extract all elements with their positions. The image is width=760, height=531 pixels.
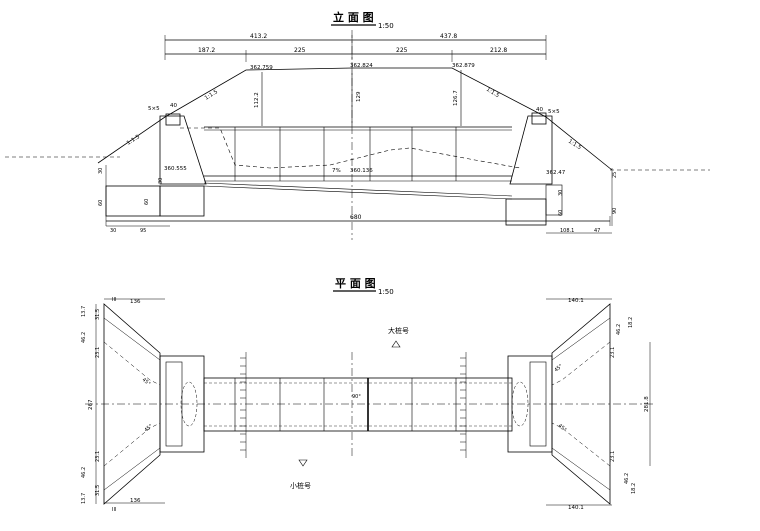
height-right: 126.7 [453,90,459,106]
slope-right-top: 1:1.5 [485,87,501,100]
dim-mid-3: 225 [396,47,408,54]
elevation-title: 立 面 图 [333,10,374,24]
right-fence-ticks [460,352,467,458]
right-bottom-dim-1: 108.1 [560,228,574,234]
foundation-slope-line [203,185,513,200]
right-dim-bot-3: 18.2 [631,483,637,494]
elevation-scale: 1:50 [378,22,394,30]
left-dim-bot-4: 13.7 [81,493,87,504]
right-dim-3: 60 [558,210,564,216]
inv-right: 362.47 [546,170,566,176]
left-bottom-dim-1: 30 [110,228,116,234]
plan-view: 平 面 图 1:50 大桩号 小桩号 90° [81,277,655,513]
right-dim-top-1: 18.2 [628,317,634,328]
plan-title: 平 面 图 [335,277,376,290]
dim-mid-1: 187.2 [198,47,215,54]
height-left: 112.2 [254,92,260,108]
left-dim-bot-1: 23.1 [95,451,101,462]
left-headwall-plan [159,355,205,453]
cap-left-label: 5×5 [148,106,160,112]
cap-left-width: 40 [170,103,177,109]
dim-top-left: 413.2 [250,33,267,40]
left-dim-top-1: 13.7 [81,306,87,317]
left-dim-bot-3: 31.5 [95,485,101,496]
embankment-outline [97,67,613,171]
inv-left: 360.555 [164,166,187,172]
center-angle: 90° [352,394,361,400]
height-center: 129 [356,91,362,102]
angle-left-top: 45° [141,377,152,388]
left-bottom-dim: 136 [130,498,141,504]
left-dim-top-3: 46.2 [81,332,87,343]
left-wingwall [103,303,161,505]
elev-right: 362.879 [452,63,475,69]
left-headwall [159,115,207,185]
small-pile-label: 小桩号 [290,481,311,490]
slope-left-top: 1:1.5 [204,89,220,102]
elev-center: 362.824 [350,63,373,69]
elevation-view: 立 面 图 1:50 413.2 437.8 187.2 225 225 212… [5,10,710,240]
right-dim-1: 25 [612,172,618,178]
left-dim-3: 60 [144,199,150,205]
angle-right-bot: 45° [557,423,568,434]
right-dim-top-2: 46.2 [616,324,622,335]
right-dim-bot-2: 46.2 [624,473,630,484]
dim-top-right: 437.8 [440,33,457,40]
left-dim-top-2: 31.5 [95,309,101,320]
angle-right-top: 45° [553,363,564,374]
left-total-dim: 267 [88,399,94,410]
section-mark-top-left: III [112,297,116,303]
section-mark-bot-left: III [112,507,116,513]
left-dim-top-4: 23.1 [95,347,101,358]
right-cap [531,112,547,125]
slope-right-low: 1:1.5 [567,139,583,152]
right-bottom-dim: 140.1 [568,505,584,511]
big-pile-label: 大桩号 [388,326,409,335]
left-dim-bot-2: 46.2 [81,467,87,478]
left-cap [165,113,181,126]
angle-left-bot: 45° [143,423,154,434]
right-bottom-dim-2: 47 [594,228,600,234]
length-label: 680 [350,214,362,221]
right-top-dim: 140.1 [568,298,584,304]
arrow-down-icon [298,459,308,467]
dim-mid-2: 225 [294,47,306,54]
plan-scale: 1:50 [378,288,394,296]
slope-percent: 7% [332,168,341,174]
right-headwall-plan [507,355,553,453]
slope-left-low: 1:1.5 [126,134,142,147]
left-bottom-dim-2: 95 [140,228,146,234]
dim-mid-4: 212.8 [490,47,507,54]
inv-center: 360.136 [350,168,373,174]
right-dim-4: 90 [612,208,618,214]
right-dim-2: 30 [558,190,564,196]
left-fence-ticks [240,352,247,458]
right-headwall [509,115,553,185]
left-top-dim: 136 [130,299,141,305]
cap-right-label: 5×5 [548,109,560,115]
elev-left: 362.759 [250,65,273,71]
left-dim-4: 30 [158,178,164,184]
left-dim-1: 30 [98,168,104,174]
right-total-dim: 281.8 [644,396,650,412]
left-dim-2: 60 [98,200,104,206]
right-wingwall [551,303,611,505]
right-dim-bot-1: 23.1 [610,451,616,462]
arrow-up-icon [391,340,401,348]
cap-right-width: 40 [536,107,543,113]
left-foundation-b [159,185,205,217]
right-dim-top-3: 23.1 [610,347,616,358]
left-foundation-a [105,185,161,217]
original-ground-line [180,127,521,169]
